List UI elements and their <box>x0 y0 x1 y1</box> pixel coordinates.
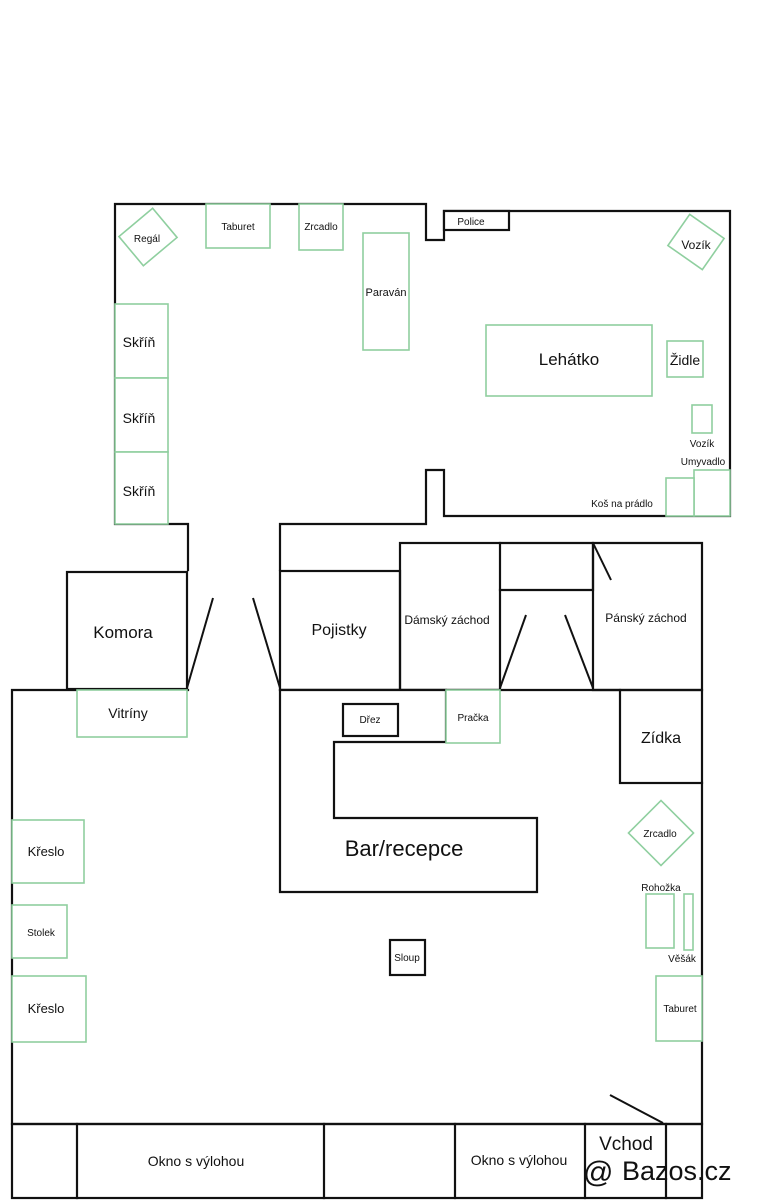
pracka-label: Pračka <box>457 713 489 724</box>
bar-label: Bar/recepce <box>345 836 464 861</box>
pojistky-label: Pojistky <box>311 622 366 639</box>
police-label: Police <box>457 217 485 228</box>
vitriny <box>76 689 188 738</box>
doors <box>186 542 664 1124</box>
pracka <box>445 689 501 744</box>
kreslo-1-label: Křeslo <box>28 844 65 859</box>
police: Police <box>442 209 511 232</box>
front-strip: Okno s výlohou Okno s výlohou Vchod <box>10 1122 704 1200</box>
door-pansky-inner <box>592 542 612 581</box>
zrcadlo-right: Zrcadlo <box>627 799 695 867</box>
drez-label: Dřez <box>359 715 380 726</box>
paravan: Paraván <box>362 232 410 351</box>
vozik-small: Vozík <box>690 404 715 450</box>
lehatko-label: Lehátko <box>539 350 600 369</box>
lehatko: Lehátko <box>485 324 653 397</box>
window-left-label: Okno s výlohou <box>148 1153 245 1169</box>
middle-rooms: Komora Pojistky Dámský záchod Pánský zác… <box>65 541 704 785</box>
vesak-label: Věšák <box>668 954 697 965</box>
zrcadlo-right-label: Zrcadlo <box>643 829 677 840</box>
umyvadlo-label: Umyvadlo <box>681 457 726 468</box>
kreslo-2-label: Křeslo <box>28 1001 65 1016</box>
regal: Regál <box>117 207 179 267</box>
regal-label: Regál <box>134 234 160 245</box>
watermark-at-icon: @ <box>583 1156 613 1189</box>
wc-corridor <box>498 541 595 592</box>
vitriny-label: Vitríny <box>108 705 147 721</box>
taburet-right-label: Taburet <box>663 1004 697 1015</box>
watermark-text: Bazos.cz <box>622 1156 732 1186</box>
skrin-2: Skříň <box>114 377 169 453</box>
komora-label: Komora <box>93 623 153 642</box>
taburet-top-label: Taburet <box>221 222 255 233</box>
skrin-1-label: Skříň <box>123 334 156 350</box>
skrin-3-label: Skříň <box>123 483 156 499</box>
taburet-right <box>655 975 703 1042</box>
damsky-zachod-label: Dámský záchod <box>404 613 489 627</box>
front-wall <box>10 1122 704 1200</box>
upper-room-furniture: Regál Taburet Zrcadlo Paraván Police Voz… <box>114 203 731 525</box>
stolek-label: Stolek <box>27 928 56 939</box>
pansky-zachod-label: Pánský záchod <box>605 611 686 625</box>
main-hall: Bar/recepce Dřez Pračka Vitríny Křeslo S… <box>10 688 704 1126</box>
stolek <box>11 904 68 959</box>
taburet-top: Taburet <box>205 203 271 249</box>
zrcadlo-top: Zrcadlo <box>298 203 344 251</box>
vesak <box>683 893 694 951</box>
door-komora <box>186 597 214 689</box>
sloup <box>388 938 427 977</box>
kos-na-pradlo-label: Koš na prádlo <box>591 499 653 510</box>
sloup-label: Sloup <box>394 953 420 964</box>
zidle: Židle <box>666 340 704 378</box>
door-pojistky <box>252 597 281 689</box>
skrin-2-label: Skříň <box>123 410 156 426</box>
zidka-box <box>618 688 704 785</box>
skrin-1: Skříň <box>114 303 169 379</box>
vchod-label: Vchod <box>599 1134 653 1155</box>
rohozka <box>645 893 675 949</box>
zrcadlo-top-label: Zrcadlo <box>304 222 338 233</box>
vozik-top: Vozík <box>666 213 726 271</box>
vozik-top-label: Vozík <box>681 238 711 252</box>
kreslo-1 <box>11 819 85 884</box>
window-right-label: Okno s výlohou <box>471 1152 568 1168</box>
watermark: @ Bazos.cz <box>583 1156 732 1189</box>
kos-na-pradlo: Koš na prádlo <box>591 477 695 517</box>
kreslo-2 <box>11 975 87 1043</box>
door-vchod <box>609 1094 664 1124</box>
vozik-small-label: Vozík <box>690 439 715 450</box>
door-damsky <box>499 614 527 689</box>
skrin-3: Skříň <box>114 451 169 525</box>
drez <box>341 702 400 738</box>
door-pansky <box>564 614 594 689</box>
paravan-label: Paraván <box>366 287 407 299</box>
main-hall-wall <box>10 688 704 1126</box>
rohozka-label: Rohožka <box>641 883 681 894</box>
zidka-label: Zídka <box>641 730 681 747</box>
zidle-label: Židle <box>670 352 701 368</box>
